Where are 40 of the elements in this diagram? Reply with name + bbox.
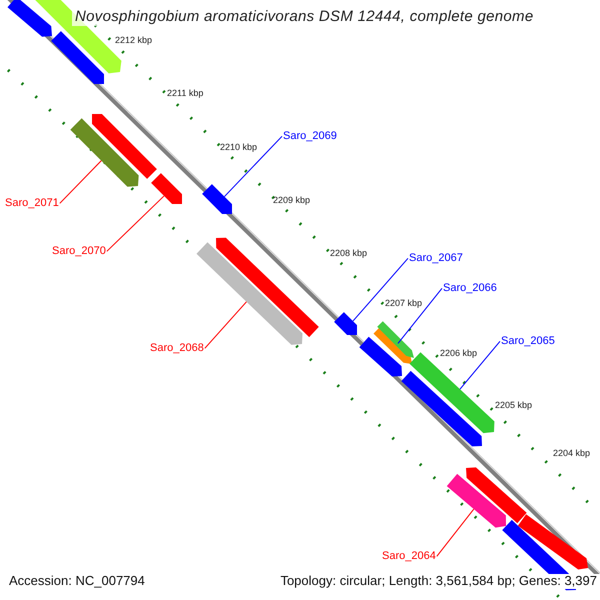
gene-label: Saro_2066 [443,282,497,295]
leader-line [204,301,247,349]
gene-feature [51,31,104,84]
leader-line [397,288,442,344]
scale-label: 2209 kbp [273,195,310,206]
gene-feature [401,370,482,446]
gene-label: Saro_2068 [150,342,204,355]
scale-label: 2212 kbp [115,35,152,46]
gene-feature [92,114,157,179]
gene-feature [202,184,232,214]
gene-label: Saro_2067 [409,252,463,265]
leader-line [59,160,102,204]
scale-label: 2204 kbp [553,448,590,458]
gene-label: Saro_2064 [382,550,436,563]
gene-feature [518,514,588,570]
scale-label: 2205 kbp [495,400,532,410]
scale-label: 2207 kbp [385,298,422,308]
gene-feature [70,118,139,187]
gene-label: Saro_2071 [5,197,59,210]
gene-feature [359,336,402,376]
leader-line [224,136,282,198]
leader-line [459,340,500,390]
leader-line [106,195,165,252]
leader-line [352,258,408,322]
gene-feature [196,242,302,345]
gene-label: Saro_2070 [52,245,106,258]
scale-label: 2206 kbp [440,348,478,358]
scale-label: 2210 kbp [220,142,258,152]
gene-label: Saro_2065 [501,335,555,348]
gene-feature [8,0,52,37]
scale-label: 2211 kbp [167,88,204,98]
gene-feature [151,173,182,204]
gene-feature [334,312,357,335]
gene-feature [377,321,414,358]
scale-label: 2208 kbp [330,248,368,258]
gene-feature [466,467,527,524]
gene-feature [446,474,506,528]
leader-line [436,508,474,557]
gene-label: Saro_2069 [283,130,337,143]
gene-feature [216,238,319,338]
